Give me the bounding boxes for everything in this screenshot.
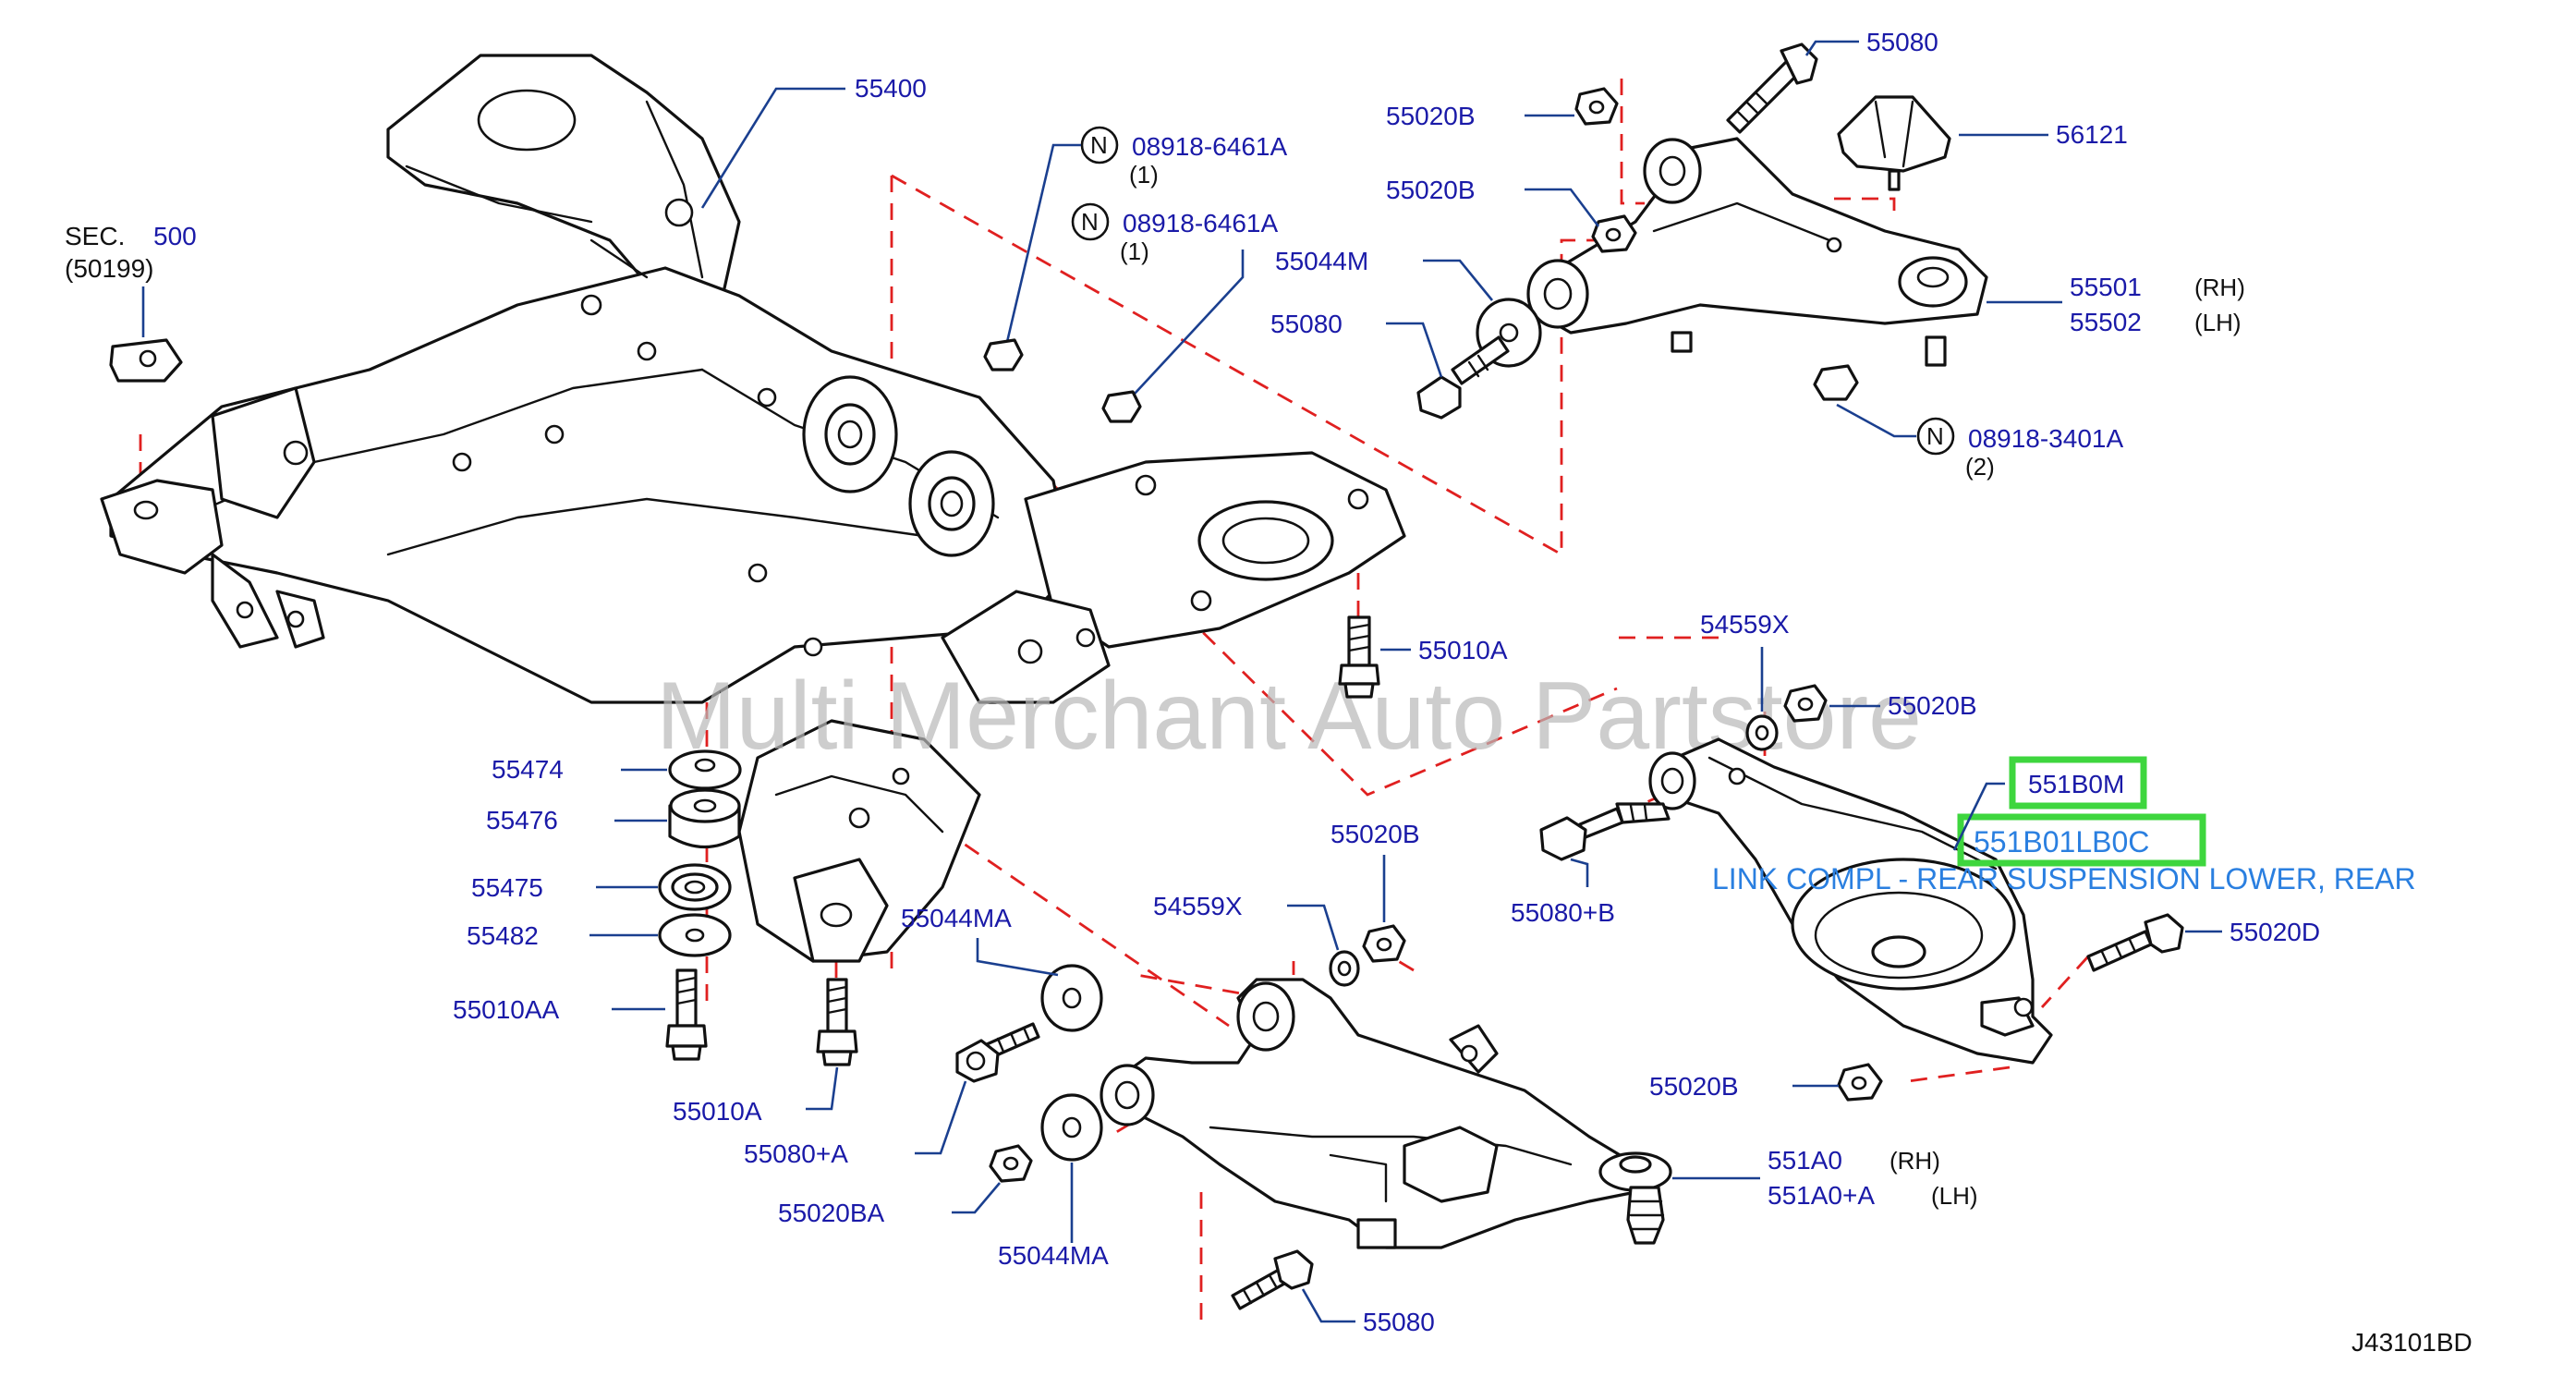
nut-callout-2[interactable]: N 08918-6461A (1) — [1071, 202, 1278, 423]
label-55080-bottom[interactable]: 55080 — [1363, 1308, 1435, 1336]
nut-55020BA[interactable] — [989, 1144, 1033, 1183]
washer-55044MA-1[interactable] — [1040, 964, 1103, 1032]
label-55010A-right[interactable]: 55010A — [1418, 636, 1508, 664]
nut-55020B-mid[interactable] — [1783, 684, 1828, 723]
section-ref[interactable]: SEC. 500 (50199) — [65, 222, 197, 383]
label-55010AA[interactable]: 55010AA — [453, 995, 560, 1024]
crossmember-55400[interactable] — [100, 54, 1406, 963]
label-lh-1: (LH) — [2194, 309, 2242, 336]
bolt-55020D[interactable] — [2086, 913, 2184, 972]
label-55501[interactable]: 55501 — [2070, 273, 2142, 301]
label-rh-2: (RH) — [1889, 1147, 1940, 1175]
nut-qty-1: (1) — [1129, 161, 1159, 189]
nut-qty-2: (1) — [1120, 237, 1149, 265]
bolt-55010A-low[interactable] — [816, 978, 858, 1066]
bolt-55080B[interactable] — [1539, 802, 1671, 861]
label-55080-top[interactable]: 55080 — [1866, 28, 1938, 56]
flange-nut-icon — [1101, 390, 1142, 423]
label-55020B-mid[interactable]: 55020B — [1888, 691, 1977, 720]
label-55475[interactable]: 55475 — [471, 873, 543, 902]
label-55020B-low[interactable]: 55020B — [1649, 1072, 1739, 1101]
label-55080B[interactable]: 55080+B — [1511, 898, 1615, 927]
label-lh-2: (LH) — [1931, 1182, 1978, 1210]
link-part-number[interactable]: 551B01LB0C — [1974, 825, 2149, 858]
label-55474[interactable]: 55474 — [492, 755, 564, 784]
washer-54559X-top[interactable] — [1745, 714, 1779, 751]
sec-prefix: SEC. — [65, 222, 125, 250]
flange-nut-icon — [1813, 364, 1859, 401]
label-56121[interactable]: 56121 — [2056, 120, 2128, 149]
label-55044MA-2[interactable]: 55044MA — [998, 1241, 1109, 1270]
washer-55044MA-2[interactable] — [1040, 1093, 1103, 1162]
bolt-55080-top[interactable] — [1726, 43, 1818, 134]
bushing-55476[interactable] — [668, 788, 741, 849]
washer-54559X-low[interactable] — [1329, 950, 1360, 987]
highlight-callout[interactable]: 551B0M 551B01LB0C LINK COMPL - REAR SUSP… — [1712, 756, 2416, 895]
nut-55020B-top1[interactable] — [1574, 87, 1619, 126]
bump-stop-56121[interactable] — [1837, 95, 1951, 191]
label-55080A[interactable]: 55080+A — [744, 1139, 848, 1168]
n-badge-3: N — [1926, 422, 1944, 450]
label-551A0A[interactable]: 551A0+A — [1768, 1181, 1875, 1210]
nut-number-3[interactable]: 08918-3401A — [1968, 424, 2123, 453]
nut-qty-3: (2) — [1965, 453, 1995, 481]
label-55020BA[interactable]: 55020BA — [778, 1199, 885, 1227]
lower-control-arm-551A0[interactable] — [1100, 978, 1672, 1249]
nut-number-2[interactable]: 08918-6461A — [1123, 209, 1278, 237]
label-55020B-top2[interactable]: 55020B — [1386, 176, 1476, 204]
nut-number-1[interactable]: 08918-6461A — [1132, 132, 1287, 161]
washer-55482[interactable] — [658, 913, 732, 957]
link-description[interactable]: LINK COMPL - REAR SUSPENSION LOWER, REAR — [1712, 862, 2416, 895]
label-55400[interactable]: 55400 — [855, 74, 927, 103]
label-55044MA-1[interactable]: 55044MA — [901, 904, 1012, 932]
label-55010A-low[interactable]: 55010A — [673, 1097, 762, 1126]
label-55044M[interactable]: 55044M — [1275, 247, 1368, 275]
n-badge-2: N — [1081, 208, 1099, 236]
label-55020D[interactable]: 55020D — [2230, 918, 2320, 946]
upper-control-arm[interactable] — [1526, 137, 1988, 367]
label-54559X-top[interactable]: 54559X — [1700, 610, 1790, 639]
washer-55475[interactable] — [658, 863, 732, 911]
label-55080-left[interactable]: 55080 — [1270, 310, 1343, 338]
nut-callout-3[interactable]: N 08918-3401A (2) — [1813, 364, 2123, 481]
label-54559X-low[interactable]: 54559X — [1153, 892, 1243, 920]
label-551B0M[interactable]: 551B0M — [2028, 770, 2124, 798]
nut-55020B-low[interactable] — [1837, 1063, 1883, 1102]
bolt-55080-bottom[interactable] — [1231, 1249, 1314, 1310]
rear-lower-link-551B0M[interactable] — [1648, 737, 2053, 1065]
nut-callout-1[interactable]: N 08918-6461A (1) — [983, 126, 1287, 371]
bushing-55474[interactable] — [668, 749, 742, 790]
sec-number[interactable]: 500 — [153, 222, 197, 250]
label-55476[interactable]: 55476 — [486, 806, 558, 834]
label-rh-1: (RH) — [2194, 274, 2245, 301]
label-55482[interactable]: 55482 — [467, 921, 539, 950]
sec-sub: (50199) — [65, 254, 154, 283]
bolt-55080-left[interactable] — [1416, 335, 1510, 420]
label-55020B-top1[interactable]: 55020B — [1386, 102, 1476, 130]
nut-55020B-lower[interactable] — [1362, 924, 1406, 963]
bolt-55010AA[interactable] — [665, 968, 708, 1061]
label-55502[interactable]: 55502 — [2070, 308, 2142, 336]
bolt-55080A[interactable] — [955, 1022, 1040, 1083]
nut-55020B-top2[interactable] — [1591, 214, 1637, 253]
label-55020B-lower[interactable]: 55020B — [1331, 820, 1420, 848]
diagram-code: J43101BD — [2351, 1328, 2473, 1357]
label-551A0[interactable]: 551A0 — [1768, 1146, 1842, 1175]
flange-nut-icon — [983, 338, 1024, 371]
n-badge-1: N — [1090, 131, 1108, 159]
bolt-55010A-right[interactable] — [1338, 615, 1380, 699]
